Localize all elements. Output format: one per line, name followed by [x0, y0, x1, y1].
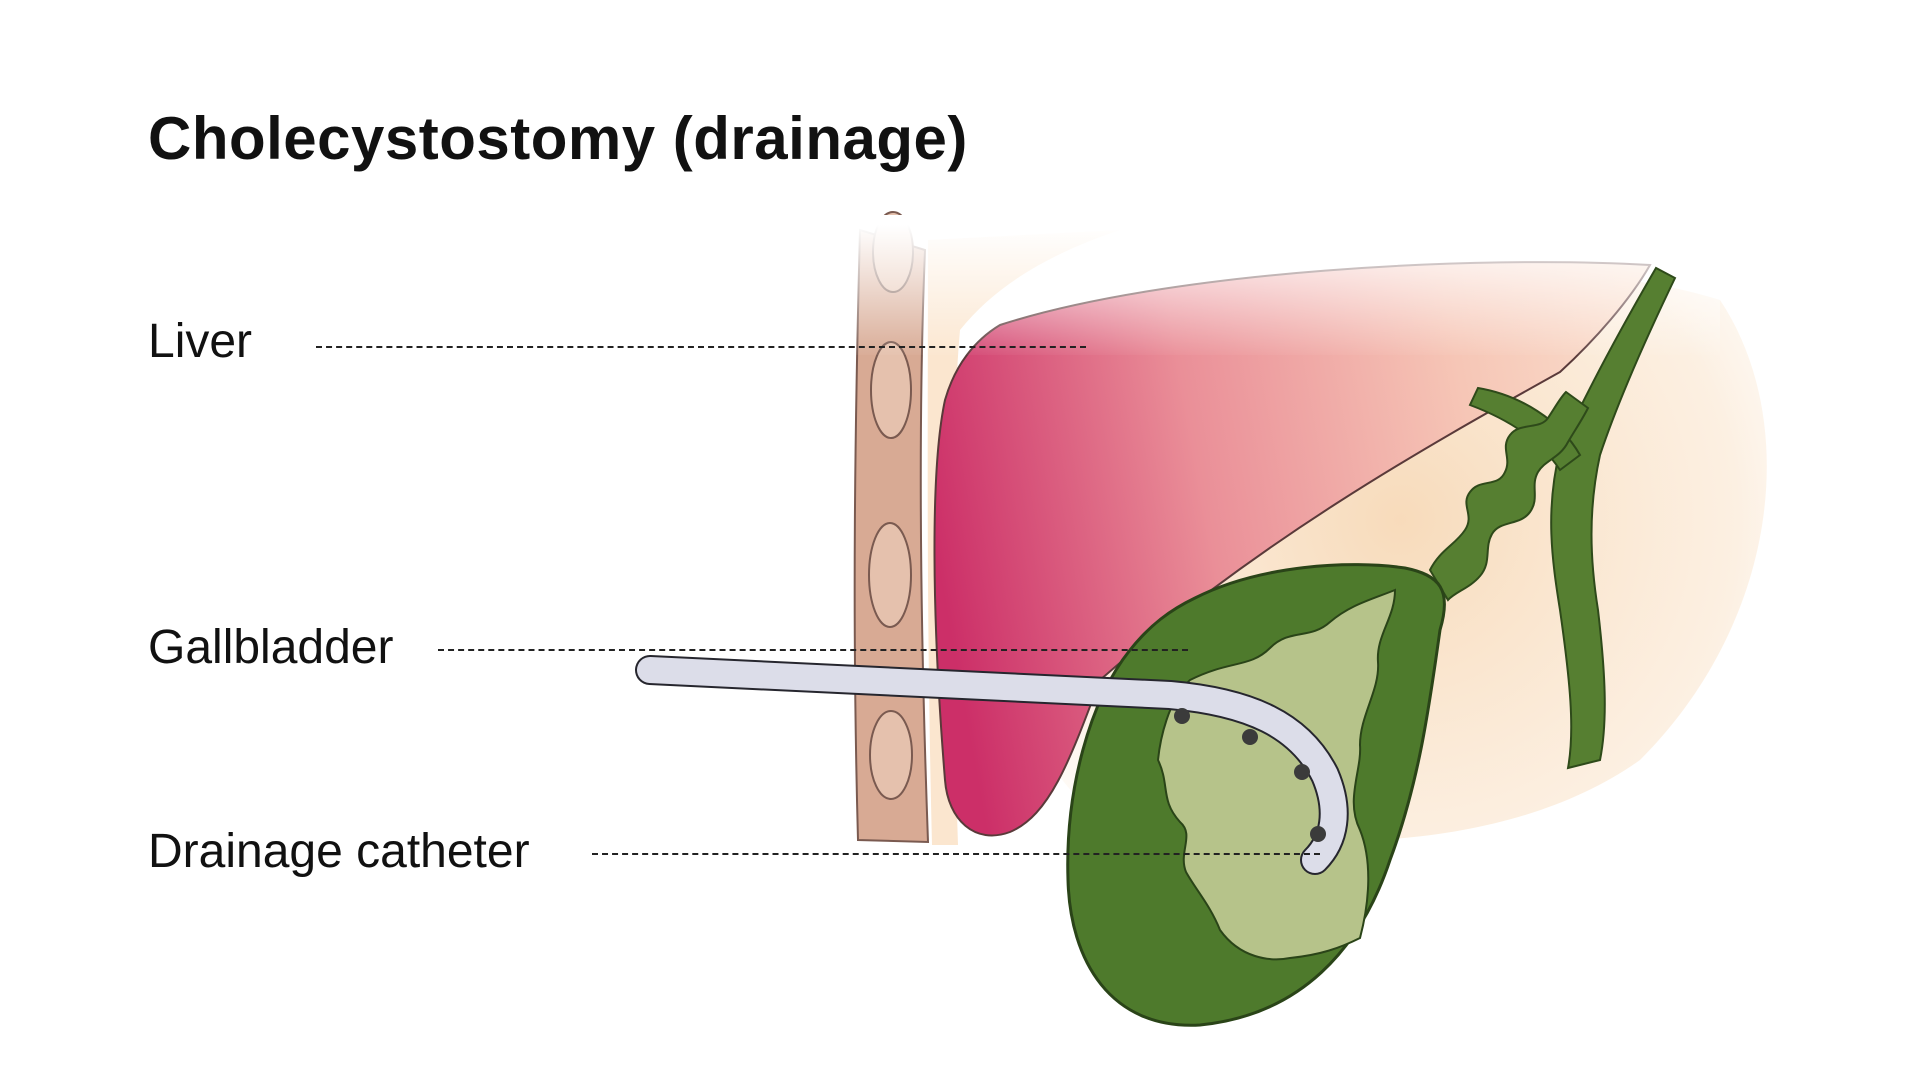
liver-leader-line [316, 346, 1086, 348]
drainage-catheter-leader-line [592, 853, 1320, 855]
bile-contents [1156, 588, 1397, 961]
diagram-title: Cholecystostomy (drainage) [148, 105, 968, 172]
drainage-catheter-label: Drainage catheter [148, 825, 530, 878]
catheter-hole [1242, 729, 1258, 745]
gallbladder-label: Gallbladder [148, 621, 394, 674]
liver-label: Liver [148, 315, 253, 368]
cystic-duct [1428, 390, 1590, 602]
catheter-hole [1310, 826, 1326, 842]
gallbladder-leader-line [438, 649, 1188, 651]
catheter-hole [1294, 764, 1310, 780]
catheter-hole [1174, 708, 1190, 724]
